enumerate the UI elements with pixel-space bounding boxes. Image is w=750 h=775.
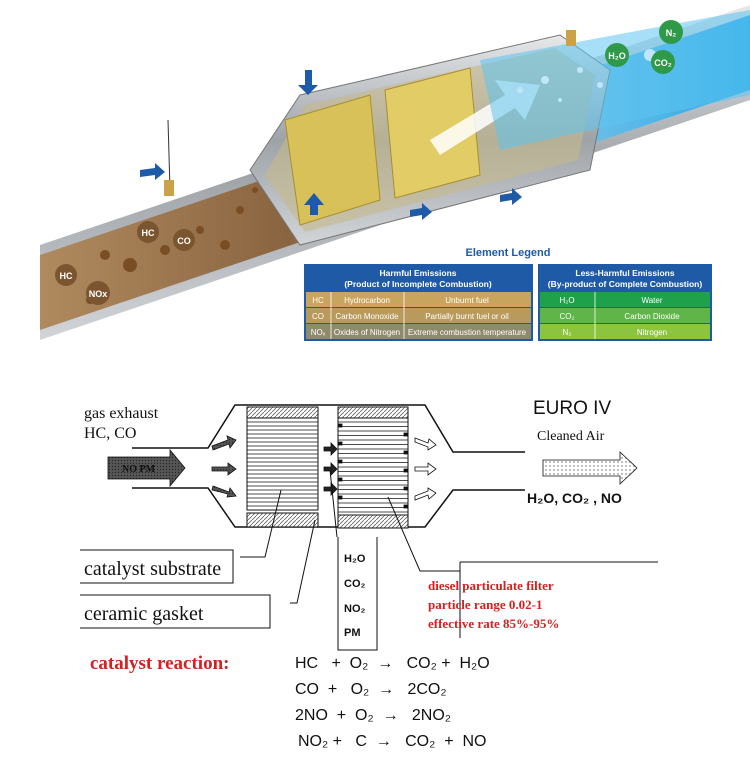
leader-lines: [240, 469, 460, 604]
legend-title: Element Legend: [466, 247, 551, 259]
filter-plug: [337, 441, 343, 446]
outlet-label: Cleaned Air: [537, 429, 605, 444]
filter-plug: [403, 486, 409, 491]
inlet-arrow: [107, 448, 186, 488]
legend-cell: NOₓ: [311, 328, 326, 337]
legend-cell: CO: [312, 312, 324, 321]
particulate-filter-block: [337, 417, 409, 516]
legend-cell: H₂O: [559, 296, 574, 305]
outlet-products: H₂O, CO₂ , NO: [527, 490, 622, 506]
reaction-equation: HC + O₂ → CO₂ + H₂O: [295, 655, 490, 672]
catalyst-substrate-box: [80, 549, 234, 584]
ceramic-gasket-label: ceramic gasket: [84, 603, 204, 625]
soot-particles: [86, 187, 258, 304]
legend-cell: HC: [312, 296, 324, 305]
dpf-particle-range: particle range 0.02-1: [428, 597, 542, 612]
gas-label: HC: [142, 228, 155, 238]
filter-plug: [337, 495, 343, 500]
reaction-equation: 2NO + O₂ → 2NO₂: [295, 707, 451, 724]
oxygen-sensor-front: [164, 180, 174, 196]
gas-label: H₂O: [608, 51, 626, 61]
legend-cell: Carbon Monoxide: [335, 312, 399, 321]
flow-arrows: [211, 435, 437, 501]
filter-gasket-top: [337, 406, 409, 419]
legend-cell: Unburnt fuel: [445, 296, 489, 305]
inlet-gases: HC, CO: [84, 425, 136, 442]
harmful-header: Harmful Emissions: [380, 268, 457, 278]
dpf-label: diesel particulate filter: [428, 578, 554, 593]
housing-outline: [132, 404, 525, 528]
reaction-equation: CO + O₂ → 2CO₂: [295, 681, 447, 698]
filter-plug: [337, 459, 343, 464]
catalyst-reactions: catalyst reaction: HC + O₂ → CO₂ + H₂O C…: [90, 653, 490, 750]
substrate-channels: [247, 421, 409, 513]
catalyst-substrate-label: catalyst substrate: [84, 558, 221, 580]
intermediate-products-box: [337, 537, 378, 651]
gas-label: N₂: [666, 28, 677, 38]
filter-plug: [403, 504, 409, 509]
inlet-label: gas exhaust: [84, 405, 159, 422]
schematic-labels: gas exhaust HC, CO NO PM EURO IV Cleaned…: [84, 398, 622, 639]
clean-gas-glow: [480, 10, 750, 150]
harmful-subheader: (Product of Incomplete Combustion): [344, 279, 491, 289]
element-legend: Element Legend Harmful Emissions (Produc…: [304, 247, 712, 341]
filter-plug: [337, 477, 343, 482]
catalyst-substrate-block: [246, 417, 319, 511]
gasket-top: [246, 406, 319, 419]
intermediate-product: H₂O: [344, 553, 366, 565]
catalyst-block-2: [384, 67, 481, 199]
less-harmful-header: Less-Harmful Emissions: [575, 268, 674, 278]
intermediate-product: CO₂: [344, 578, 366, 590]
gasket-bottom: [246, 512, 319, 528]
less-harmful-subheader: (By-product of Complete Combustion): [548, 279, 703, 289]
gas-label: HC: [60, 271, 73, 281]
airflow-arrows: [140, 70, 522, 220]
filter-plug: [403, 432, 409, 437]
filter-plug: [403, 450, 409, 455]
sensor-wire: [167, 119, 171, 191]
gas-label: NOx: [89, 289, 108, 299]
ceramic-gasket-box: [80, 594, 271, 629]
oxygen-sensor-rear: [566, 30, 576, 46]
intermediate-product: PM: [344, 627, 361, 639]
legend-cell: Extreme combustion temperature: [408, 328, 527, 337]
standard-label: EURO IV: [533, 398, 611, 419]
clean-gas-bubbles: H₂O N₂ CO₂: [605, 20, 683, 74]
filter-plug: [403, 468, 409, 473]
legend-cell: CO₂: [559, 312, 574, 321]
catalyst-block-1: [284, 94, 381, 226]
gas-label: CO: [177, 236, 191, 246]
legend-cell: Carbon Dioxide: [624, 312, 680, 321]
legend-cell: Water: [641, 296, 662, 305]
dpf-schematic: [80, 404, 658, 651]
legend-cell: Oxides of Nitrogen: [334, 328, 400, 337]
filter-plug: [337, 423, 343, 428]
reactions-title: catalyst reaction:: [90, 653, 229, 674]
dpf-effective-rate: effective rate 85%-95%: [428, 616, 559, 631]
outlet-arrow: [542, 451, 638, 485]
converter-illustration: HC CO HC NOx H₂O N₂ CO₂: [40, 5, 750, 340]
reaction-equation: NO₂ + C → CO₂ + NO: [298, 733, 486, 750]
legend-cell: Hydrocarbon: [344, 296, 390, 305]
legend-cell: N₂: [563, 328, 572, 337]
harmful-gas-bubbles: HC CO HC NOx: [55, 221, 195, 305]
inlet-arrow-label: NO PM: [122, 464, 156, 475]
legend-cell: Partially burnt fuel or oil: [425, 312, 509, 321]
filter-gasket-bottom: [337, 514, 409, 529]
gas-label: CO₂: [654, 58, 672, 68]
intermediate-product: NO₂: [344, 603, 366, 615]
legend-cell: Nitrogen: [637, 328, 667, 337]
